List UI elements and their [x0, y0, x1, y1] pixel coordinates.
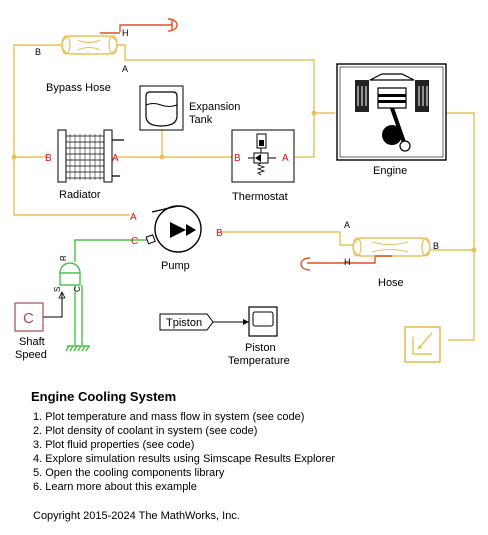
pump-port-b: B — [216, 228, 223, 239]
shaft-speed-label-2: Speed — [15, 349, 47, 361]
piston-temperature-scope[interactable] — [248, 306, 278, 337]
radiator-block[interactable]: B A — [45, 128, 124, 183]
engine-label: Engine — [373, 165, 407, 177]
radiator-port-b: B — [45, 153, 52, 164]
link-learn-more[interactable]: 6. Learn more about this example — [33, 481, 197, 493]
link-open-library[interactable]: 5. Open the cooling components library — [33, 467, 225, 479]
thermal-connections — [119, 18, 376, 271]
source-port-s: S — [53, 287, 62, 292]
piston-temperature-label-1: Piston — [245, 342, 276, 354]
thermostat-port-b: B — [234, 153, 241, 164]
link-plot-temperature-flow[interactable]: 1. Plot temperature and mass flow in sys… — [33, 411, 305, 423]
thermostat-block[interactable]: B A — [231, 129, 295, 183]
shaft-speed-const-text: C — [23, 310, 34, 327]
tpiston-label: Tpiston — [166, 317, 202, 329]
engine-block[interactable] — [336, 63, 447, 161]
hose-port-b: B — [433, 241, 439, 251]
bypass-hose-label: Bypass Hose — [46, 82, 111, 94]
radiator-port-a: A — [112, 153, 119, 164]
bypass-port-a: A — [122, 64, 128, 74]
tpiston-from-block[interactable]: Tpiston — [159, 313, 214, 331]
thermal-liquid-connections — [13, 44, 475, 341]
hose-label: Hose — [378, 277, 404, 289]
shaft-speed-block[interactable]: C — [14, 302, 44, 332]
link-results-explorer[interactable]: 4. Explore simulation results using Sims… — [33, 453, 336, 465]
bypass-hose-block[interactable]: B H A — [35, 28, 129, 74]
pump-port-a: A — [130, 212, 137, 223]
signal-connections — [43, 291, 249, 325]
hose-block[interactable]: A B H — [344, 220, 439, 267]
bypass-port-b: B — [35, 47, 41, 57]
hose-port-h: H — [344, 257, 351, 267]
expansion-tank-label-1: Expansion — [189, 101, 240, 113]
expansion-tank-block[interactable] — [139, 85, 184, 131]
mechanical-connections — [65, 239, 150, 352]
hose-port-a: A — [344, 220, 350, 230]
example-links: 1. Plot temperature and mass flow in sys… — [33, 410, 335, 494]
engine-cooling-diagram: B H A Bypass Hose Expansion Tank B A Rad… — [11, 18, 477, 367]
source-port-r: R — [59, 255, 68, 261]
radiator-label: Radiator — [59, 189, 101, 201]
fluid-settings-block[interactable] — [404, 326, 441, 363]
link-plot-fluid-properties[interactable]: 3. Plot fluid properties (see code) — [33, 439, 195, 451]
link-plot-density[interactable]: 2. Plot density of coolant in system (se… — [33, 425, 258, 437]
pump-block[interactable]: A C B — [130, 205, 223, 253]
thermostat-port-a: A — [282, 153, 289, 164]
shaft-speed-label-1: Shaft — [19, 336, 45, 348]
model-title: Engine Cooling System — [31, 389, 177, 404]
expansion-tank-label-2: Tank — [189, 114, 213, 126]
pump-port-c: C — [131, 236, 138, 247]
piston-temperature-label-2: Temperature — [228, 355, 290, 367]
velocity-source-block[interactable]: R C S — [53, 255, 82, 292]
source-port-c: C — [73, 286, 82, 292]
copyright-notice: Copyright 2015-2024 The MathWorks, Inc. — [33, 510, 240, 522]
bypass-port-h: H — [122, 28, 129, 38]
thermostat-label: Thermostat — [232, 191, 288, 203]
junction-dots — [11, 110, 477, 253]
pump-label: Pump — [161, 260, 190, 272]
